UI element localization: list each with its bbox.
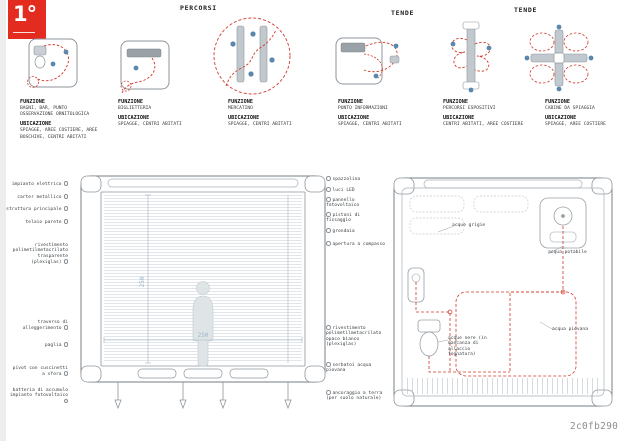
funzione-label: FUNZIONE [118,99,143,105]
annotation-ancoraggio: ancoraggio a terra (per suolo naturale) [326,390,386,402]
annotation-impianto-elettrico: impianto elettrico [2,181,68,187]
annotation-luci-led: luci LED [326,187,386,193]
mini-diagram-1 [20,34,86,94]
leader-lines [437,225,564,343]
mini-diagram-2 [116,36,174,94]
ubicazione-label: UBICAZIONE [20,121,52,128]
funzione-value: BAGNI, BAR, PUNTO OSSERVAZIONE ORNITOLOG… [20,106,90,118]
funzione-value: CABINE DA SPIAGGIA [545,106,595,112]
badge-divider [13,32,35,33]
funzione-label: FUNZIONE [545,99,570,105]
info-block-6: FUNZIONE CABINE DA SPIAGGIA UBICAZIONE S… [545,99,629,128]
annotation-rivestimento-opaco: rivestimento polimetilmetacrilato opaco … [326,325,386,347]
funzione-label: FUNZIONE [228,99,253,105]
mini-diagram-3 [206,14,296,100]
bench-outlines [409,195,529,235]
ubicazione-value: CENTRI ABITATI, AREE COSTIERE [443,122,524,128]
ubicazione-value: SPIAGGE, CENTRI ABITATI [118,122,182,128]
funzione-value: PUNTO INFORMAZIONI [338,106,388,112]
ubicazione-label: UBICAZIONE [443,115,475,122]
funzione-label: FUNZIONE [338,99,363,105]
annotation-pivot: pivot con cuscinetti a sfera [8,366,68,378]
annotation-telaio-parete: telaio parete [2,219,68,225]
funzione-value: PERCORSI ESPOSITIVI [443,106,496,112]
ground-anchors [114,382,292,410]
annotation-acque-grigie: acque grigie [452,223,486,228]
dimension-lines [103,194,303,364]
annotation-acqua-potabile: acqua potabile [548,250,587,255]
annotation-acque-nere: acque nere (in mancanza di allaccio fogn… [448,336,487,358]
mini-diagram-4 [330,30,410,92]
elevation-drawing: 250 250 [78,170,328,420]
mini-diagram-6 [518,22,600,94]
water-pipes [415,226,577,377]
ubicazione-label: UBICAZIONE [545,115,577,122]
deck-hatch [406,378,600,394]
ubicazione-value: SPIAGGE, AREE COSTIERE [545,122,606,128]
annotation-apertura-compasso: apertura a compasso [326,241,386,247]
section-title-tende-1: TENDE [391,9,415,17]
annotation-grondaia: grondaia [326,228,386,234]
info-block-4: FUNZIONE PUNTO INFORMAZIONI UBICAZIONE S… [338,99,422,128]
section-title-tende-2: TENDE [514,6,538,14]
funzione-value: MERCATINO [228,106,253,112]
ubicazione-label: UBICAZIONE [228,115,260,122]
annotation-spazzolina: spazzolina [326,176,386,182]
annotation-pannello-fotovoltaico: pannello fotovoltaico [326,197,386,209]
dim-width: 250 [198,332,209,339]
human-figure [192,281,214,367]
annotation-acqua-piovana: acqua piovana [552,327,588,332]
annotation-paglia: paglia [2,342,68,348]
info-block-2: FUNZIONE BIGLIETTERIA UBICAZIONE SPIAGGE… [118,99,200,128]
section-title-percorsi: PERCORSI [180,4,217,12]
annotation-traverso: traverso di alleggerimento [8,320,68,332]
funzione-label: FUNZIONE [20,99,45,105]
annotation-batteria: batteria di accumulo impianto fotovoltai… [8,388,68,405]
ubicazione-label: UBICAZIONE [338,115,370,122]
annotation-serbatoi: serbatoi acqua piovana [326,362,386,374]
annotation-pistoni: pistoni di fissaggio [326,212,386,224]
rank-number: 1° [13,2,37,26]
ubicazione-value: SPIAGGE, CENTRI ABITATI [228,122,292,128]
plan-drawing [390,172,618,422]
info-block-5: FUNZIONE PERCORSI ESPOSITIVI UBICAZIONE … [443,99,527,128]
funzione-value: BIGLIETTERIA [118,106,152,112]
rank-badge: 1° [8,0,46,39]
info-block-1: FUNZIONE BAGNI, BAR, PUNTO OSSERVAZIONE … [20,99,102,141]
annotation-rivestimento-trasparente: rivestimento polimetilmetacrilato traspa… [8,243,68,265]
ubicazione-value: SPIAGGE, CENTRI ABITATI [338,122,402,128]
annotation-carter-metallico: carter metallico [2,194,68,200]
ubicazione-label: UBICAZIONE [118,115,150,122]
board-code: 2c0fb290 [570,421,619,432]
funzione-label: FUNZIONE [443,99,468,105]
info-block-3: FUNZIONE MERCATINO UBICAZIONE SPIAGGE, C… [228,99,310,128]
mini-diagram-5 [436,18,506,94]
ubicazione-value: SPIAGGE, AREE COSTIERE, AREE BOSCHIVE, C… [20,128,98,140]
dim-height: 250 [139,276,146,287]
annotation-struttura-principale: struttura principale [2,206,68,212]
